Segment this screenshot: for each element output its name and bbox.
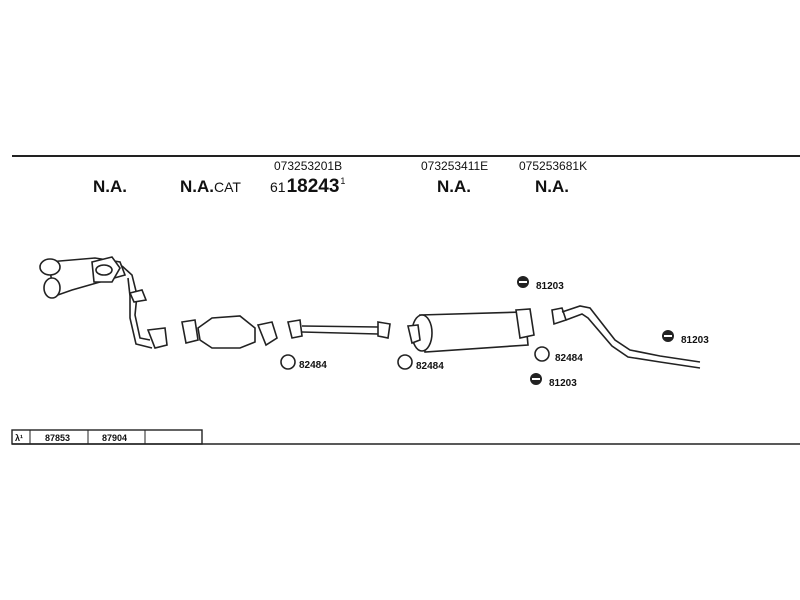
header-label-3-main: 18243 — [287, 176, 340, 197]
catalytic-converter-drawing — [181, 315, 278, 349]
header-label-3-superscript: 1 — [340, 176, 345, 186]
svg-text:81203: 81203 — [536, 281, 564, 292]
rubber-mount-81203-c: 81203 — [662, 330, 709, 346]
header-label-4: N.A. — [437, 177, 471, 196]
table-cell: 87904 — [102, 433, 127, 443]
table-cell-lambda: λ¹ — [15, 433, 23, 443]
rubber-mount-81203-b: 81203 — [530, 373, 577, 389]
gasket-82484-b: 82484 — [397, 354, 444, 372]
part-number-3: 075253681K — [519, 159, 587, 173]
svg-text:82484: 82484 — [416, 361, 444, 372]
svg-text:81203: 81203 — [681, 335, 709, 346]
header-label-2-suffix: CAT — [214, 179, 241, 195]
part-number-2: 073253411E — [421, 159, 488, 173]
header-label-2: N.A.CAT — [180, 177, 241, 196]
silencer-drawing — [407, 308, 535, 353]
header-label-5: N.A. — [535, 177, 569, 196]
table-cell: 87853 — [45, 433, 70, 443]
rubber-mount-81203-a: 81203 — [517, 276, 564, 292]
part-number-1: 073253201B — [274, 159, 342, 173]
gasket-82484-a: 82484 — [280, 354, 327, 371]
header-label-3-prefix: 61 — [270, 179, 286, 195]
header-label-3: 61182431 — [270, 176, 345, 197]
intermediate-pipe-drawing — [287, 319, 391, 339]
header-label-1: N.A. — [93, 177, 127, 196]
svg-text:82484: 82484 — [555, 353, 583, 364]
footer-table: λ¹ 87853 87904 — [11, 429, 800, 445]
header-label-2-main: N.A. — [180, 177, 214, 196]
tail-pipe-drawing — [551, 305, 701, 369]
svg-text:82484: 82484 — [299, 360, 327, 371]
svg-text:81203: 81203 — [549, 378, 577, 389]
gasket-82484-c: 82484 — [534, 346, 583, 364]
front-pipe-drawing — [39, 256, 168, 349]
